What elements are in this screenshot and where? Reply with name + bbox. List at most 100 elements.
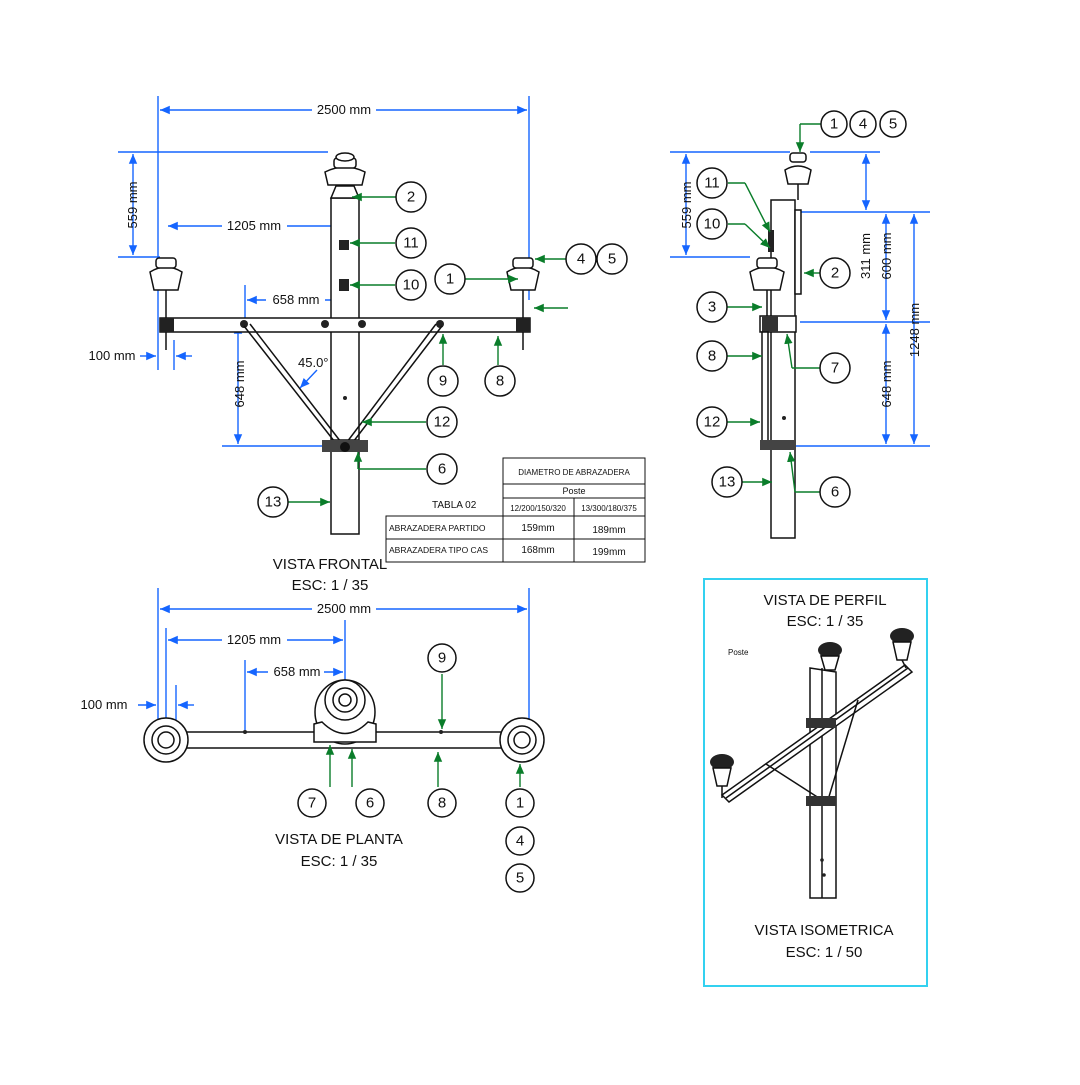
table-subheader: Poste	[562, 486, 585, 496]
svg-text:2: 2	[831, 265, 839, 282]
profile-view-scale: ESC: 1 / 35	[787, 613, 864, 630]
side-callout-12: 12	[696, 406, 728, 438]
svg-text:2: 2	[407, 189, 415, 206]
plan-callout-6: 6	[355, 788, 385, 818]
svg-text:10: 10	[403, 277, 420, 294]
plan-view-scale: ESC: 1 / 35	[301, 853, 378, 870]
side-dim-1248: 1248 mm	[907, 303, 922, 357]
svg-text:4: 4	[516, 833, 524, 850]
svg-text:1: 1	[516, 795, 524, 812]
plan-view: 2500 mm 1205 mm 658 mm 100 mm	[81, 588, 545, 893]
clamp-table: TABLA 02 DIAMETRO DE ABRAZADERA Poste 12…	[385, 457, 646, 563]
svg-text:1: 1	[446, 271, 454, 288]
front-callout-10: 10	[395, 269, 427, 301]
side-dim-559: 559 mm	[679, 182, 694, 229]
plan-callout-5: 5	[505, 863, 535, 893]
front-dim-2500: 2500 mm	[317, 102, 371, 117]
front-dim-658: 658 mm	[273, 292, 320, 307]
isometric-panel: VISTA DE PERFIL ESC: 1 / 35 Poste VISTA …	[703, 578, 928, 987]
svg-text:10: 10	[704, 216, 721, 233]
side-dim-600: 600 mm	[879, 233, 894, 280]
table-col2: 13/300/180/375	[581, 504, 637, 513]
front-callout-11: 11	[395, 227, 427, 259]
svg-text:9: 9	[438, 650, 446, 667]
svg-text:11: 11	[403, 235, 419, 252]
svg-text:6: 6	[438, 461, 446, 478]
svg-text:9: 9	[439, 373, 447, 390]
side-callout-7: 7	[819, 352, 851, 384]
front-callout-4: 4	[565, 243, 597, 275]
svg-text:8: 8	[708, 348, 716, 365]
svg-text:4: 4	[859, 116, 867, 133]
svg-text:7: 7	[831, 360, 839, 377]
front-callout-12: 12	[426, 406, 458, 438]
plan-callout-4: 4	[505, 826, 535, 856]
side-callout-1: 1	[820, 110, 848, 138]
svg-text:11: 11	[704, 175, 720, 192]
svg-text:13: 13	[719, 474, 736, 491]
side-dim-648: 648 mm	[879, 361, 894, 408]
iso-poste-label: Poste	[728, 648, 749, 657]
side-callout-4: 4	[849, 110, 877, 138]
table-header: DIAMETRO DE ABRAZADERA	[518, 468, 630, 477]
side-callout-13: 13	[711, 466, 743, 498]
front-dim-648: 648 mm	[232, 361, 247, 408]
svg-text:5: 5	[889, 116, 897, 133]
front-dim-1205: 1205 mm	[227, 218, 281, 233]
plan-dim-100: 100 mm	[81, 697, 128, 712]
svg-text:7: 7	[308, 795, 316, 812]
front-view: 2500 mm 559 mm 1205 mm 658 mm 100 mm 648…	[89, 96, 628, 594]
front-callout-9: 9	[427, 365, 459, 397]
svg-text:8: 8	[496, 373, 504, 390]
table-label: TABLA 02	[432, 500, 477, 511]
profile-view-title: VISTA DE PERFIL	[763, 592, 886, 609]
front-dim-559: 559 mm	[125, 182, 140, 229]
plan-callout-9: 9	[427, 643, 457, 673]
side-callout-11: 11	[696, 167, 728, 199]
svg-text:8: 8	[438, 795, 446, 812]
svg-text:5: 5	[516, 870, 524, 887]
plan-callout-7: 7	[297, 788, 327, 818]
side-callout-8: 8	[696, 340, 728, 372]
plan-callout-1: 1	[505, 788, 535, 818]
side-dim-311: 311 mm	[858, 233, 873, 279]
front-callout-8: 8	[484, 365, 516, 397]
svg-text:4: 4	[577, 251, 585, 268]
front-callout-13: 13	[257, 486, 289, 518]
iso-view-title: VISTA ISOMETRICA	[755, 922, 894, 939]
table-row-v1: 168mm	[521, 545, 554, 556]
front-callout-6: 6	[426, 453, 458, 485]
front-view-title: VISTA FRONTAL	[273, 556, 387, 573]
table-row-v1: 159mm	[521, 523, 554, 534]
plan-dim-658: 658 mm	[274, 664, 321, 679]
plan-dim-1205: 1205 mm	[227, 632, 281, 647]
svg-text:1: 1	[830, 116, 838, 133]
plan-callout-8: 8	[427, 788, 457, 818]
iso-view-scale: ESC: 1 / 50	[786, 944, 863, 961]
table-row-v2: 199mm	[592, 547, 625, 558]
front-callout-1: 1	[434, 263, 466, 295]
table-row-name: ABRAZADERA PARTIDO	[389, 523, 486, 533]
svg-text:12: 12	[434, 414, 451, 431]
front-dim-100: 100 mm	[89, 348, 136, 363]
svg-text:5: 5	[608, 251, 616, 268]
svg-text:12: 12	[704, 414, 721, 431]
front-angle-label: 45.0°	[298, 355, 329, 370]
plan-view-title: VISTA DE PLANTA	[275, 831, 403, 848]
front-view-scale: ESC: 1 / 35	[292, 577, 369, 594]
side-callout-5: 5	[879, 110, 907, 138]
svg-text:6: 6	[831, 484, 839, 501]
svg-text:6: 6	[366, 795, 374, 812]
svg-text:3: 3	[708, 299, 716, 316]
side-callout-6: 6	[819, 476, 851, 508]
front-callout-2: 2	[395, 181, 427, 213]
table-row-v2: 189mm	[592, 525, 625, 536]
side-callout-10: 10	[696, 208, 728, 240]
svg-text:13: 13	[265, 494, 282, 511]
plan-dim-2500: 2500 mm	[317, 601, 371, 616]
table-row-name: ABRAZADERA TIPO CAS	[389, 545, 488, 555]
table-col1: 12/200/150/320	[510, 504, 566, 513]
side-callout-3: 3	[696, 291, 728, 323]
side-callout-2: 2	[819, 257, 851, 289]
